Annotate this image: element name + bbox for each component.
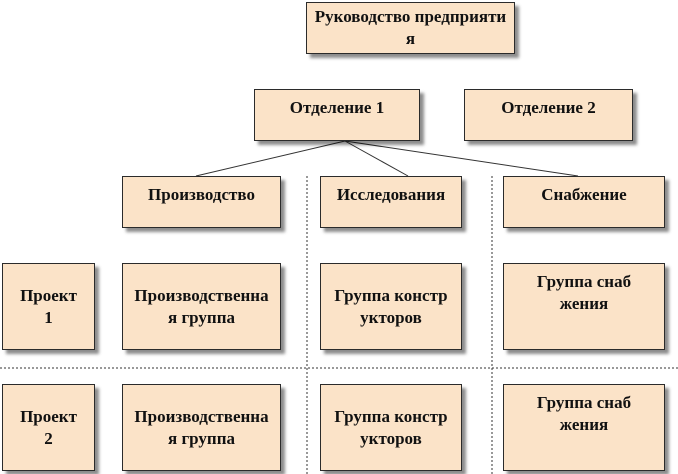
- research-department-box: Исследования: [320, 176, 462, 228]
- project-1-box: Проект 1: [2, 263, 95, 350]
- division-2-label: Отделение 2: [501, 98, 596, 117]
- project-2-design-group-label: Группа конструкторов: [334, 406, 448, 448]
- connector-division1-supply: [344, 140, 579, 177]
- division-2-box: Отделение 2: [464, 89, 633, 141]
- division-1-label: Отделение 1: [289, 98, 385, 117]
- research-department-label: Исследования: [336, 185, 446, 204]
- production-department-box: Производство: [122, 176, 281, 228]
- project-2-box: Проект 2: [2, 384, 95, 471]
- project-1-design-group-box: Группа конструкторов: [320, 263, 462, 350]
- project-1-label: Проект 1: [20, 285, 77, 327]
- project-1-supply-group-box: Группа снабжения: [503, 263, 665, 350]
- project-2-supply-group-box: Группа снабжения: [503, 384, 665, 471]
- project-1-production-group-box: Производственная группа: [122, 263, 281, 350]
- management-label: Руководство предприятия: [314, 7, 507, 48]
- division-1-box: Отделение 1: [254, 89, 420, 141]
- production-department-label: Производство: [148, 185, 255, 204]
- project-1-supply-group-label: Группа снабжения: [536, 272, 632, 313]
- project-2-production-group-label: Производственная группа: [134, 406, 269, 448]
- project-2-design-group-box: Группа конструкторов: [320, 384, 462, 471]
- project-2-label: Проект 2: [20, 406, 77, 448]
- connector-division1-research: [344, 140, 409, 177]
- project-2-production-group-box: Производственная группа: [122, 384, 281, 471]
- connector-division1-production: [195, 140, 346, 177]
- project-1-production-group-label: Производственная группа: [134, 285, 269, 327]
- management-box: Руководство предприятия: [306, 2, 515, 54]
- supply-department-label: Снабжение: [541, 185, 627, 204]
- supply-department-box: Снабжение: [503, 176, 665, 228]
- project-1-design-group-label: Группа конструкторов: [334, 285, 448, 327]
- project-2-supply-group-label: Группа снабжения: [536, 393, 632, 434]
